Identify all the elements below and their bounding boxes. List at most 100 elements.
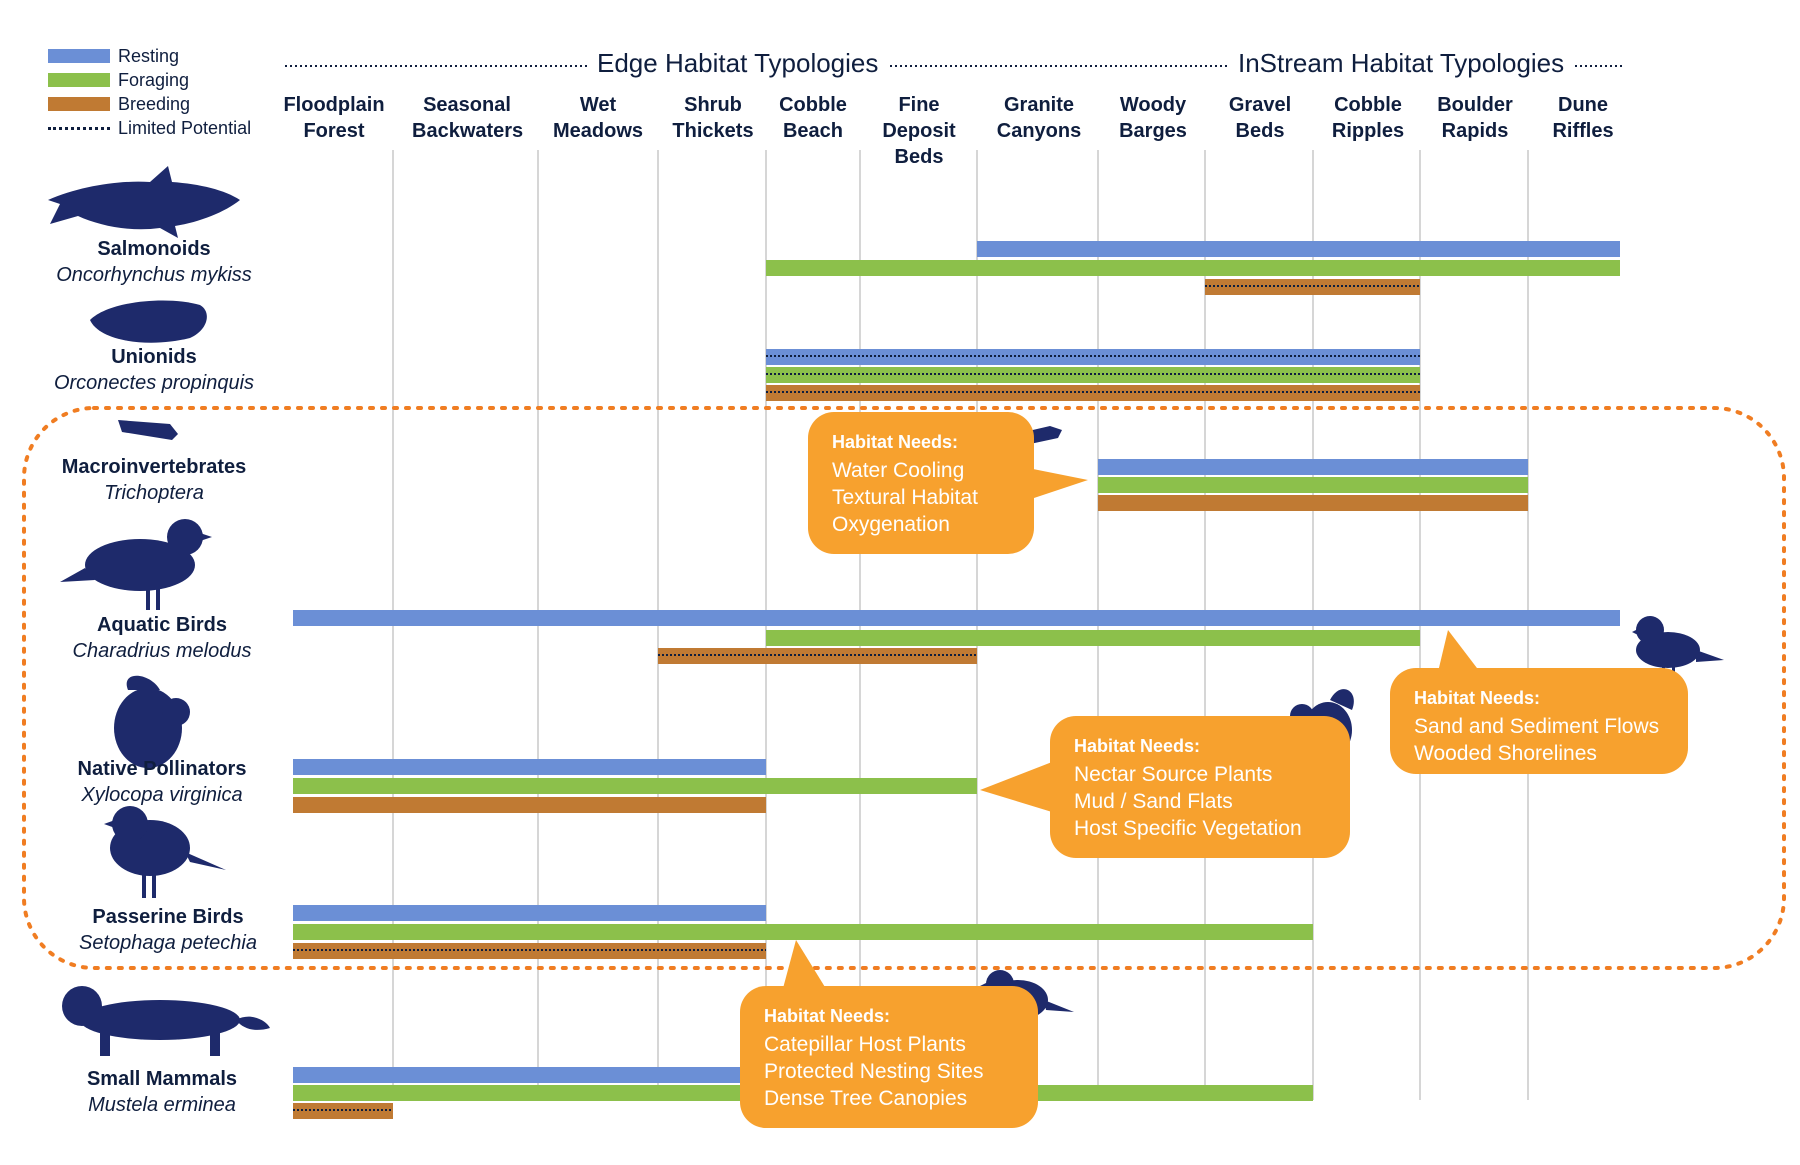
- legend: Resting Foraging Breeding Limited Potent…: [48, 44, 251, 140]
- legend-swatch-foraging: [48, 73, 110, 87]
- callout-item: Oxygenation: [832, 513, 950, 536]
- callout-item: Dense Tree Canopies: [764, 1087, 968, 1110]
- species-label-passerine-birds: Passerine Birds Setophaga petechia: [38, 904, 298, 956]
- legend-item-foraging: Foraging: [48, 68, 251, 92]
- species-label-salmonoids: Salmonoids Oncorhynchus mykiss: [24, 236, 284, 288]
- bee-icon: [114, 675, 200, 768]
- legend-label: Limited Potential: [118, 117, 252, 138]
- callout-item: Sand and Sediment Flows: [1414, 715, 1660, 738]
- callout-title: Habitat Needs:: [764, 1006, 891, 1026]
- callout-aquatic-birds: Habitat Needs: Sand and Sediment Flows W…: [1390, 668, 1688, 774]
- legend-swatch-resting: [48, 49, 110, 63]
- bar-breeding: [293, 797, 766, 813]
- species-latin-name: Xylocopa virginica: [81, 784, 243, 806]
- species-label-macroinvertebrates: Macroinvertebrates Trichoptera: [24, 454, 284, 506]
- callout-title: Habitat Needs:: [832, 432, 959, 452]
- species-label-aquatic-birds: Aquatic Birds Charadrius melodus: [32, 612, 292, 664]
- bars-aquatic-birds: [293, 610, 1620, 664]
- callout-item: Nectar Source Plants: [1074, 763, 1273, 786]
- legend-label: Foraging: [118, 69, 190, 90]
- bar-foraging: [766, 260, 1620, 276]
- bars-native-pollinators: [293, 759, 977, 813]
- callout-title: Habitat Needs:: [1414, 688, 1541, 708]
- callout-pointer: [980, 762, 1052, 812]
- bar-resting: [977, 241, 1620, 257]
- bars-unionids: [766, 349, 1420, 401]
- caddisfly-icon: [118, 410, 190, 440]
- callout-title: Habitat Needs:: [1074, 736, 1201, 756]
- bar-resting: [293, 1067, 766, 1083]
- bar-resting: [766, 349, 1420, 365]
- species-common-name: Salmonoids: [97, 238, 211, 260]
- bar-foraging: [1098, 477, 1528, 493]
- species-common-name: Unionids: [111, 346, 197, 368]
- species-common-name: Passerine Birds: [92, 906, 244, 928]
- mussel-icon: [90, 300, 207, 343]
- bar-resting: [1098, 459, 1528, 475]
- legend-item-breeding: Breeding: [48, 92, 251, 116]
- section-title-edge: Edge Habitat Typologies: [587, 48, 889, 79]
- bar-breeding: [658, 648, 977, 664]
- species-latin-name: Charadrius melodus: [72, 640, 252, 662]
- bar-foraging: [766, 367, 1420, 383]
- callout-item: Catepillar Host Plants: [764, 1033, 966, 1056]
- legend-item-limited: Limited Potential: [48, 116, 251, 140]
- species-latin-name: Trichoptera: [104, 482, 204, 504]
- bar-foraging: [766, 630, 1420, 646]
- callout-pointer: [1028, 468, 1088, 500]
- bar-foraging: [293, 924, 1313, 940]
- bar-breeding: [1205, 279, 1420, 295]
- species-label-small-mammals: Small Mammals Mustela erminea: [32, 1066, 292, 1118]
- warbler-icon: [104, 806, 226, 898]
- legend-swatch-breeding: [48, 97, 110, 111]
- legend-label: Resting: [118, 45, 180, 66]
- section-title-instream: InStream Habitat Typologies: [1228, 48, 1575, 79]
- bar-resting: [293, 905, 766, 921]
- callout-pointer: [1438, 630, 1480, 672]
- fish-icon: [48, 166, 240, 238]
- species-common-name: Macroinvertebrates: [61, 456, 247, 478]
- callout-item: Mud / Sand Flats: [1074, 790, 1233, 813]
- species-label-native-pollinators: Native Pollinators Xylocopa virginica: [32, 756, 292, 808]
- species-latin-name: Orconectes propinquis: [53, 372, 255, 394]
- bar-breeding: [766, 385, 1420, 401]
- species-common-name: Aquatic Birds: [96, 614, 228, 636]
- legend-item-resting: Resting: [48, 44, 251, 68]
- legend-label: Breeding: [118, 93, 191, 114]
- callout-item: Protected Nesting Sites: [764, 1060, 984, 1083]
- bar-resting: [293, 610, 1620, 626]
- species-common-name: Native Pollinators: [77, 758, 247, 780]
- bar-resting: [293, 759, 766, 775]
- callout-item: Water Cooling: [832, 459, 965, 482]
- plover-icon: [60, 519, 212, 610]
- bars-passerine-birds: [293, 905, 1313, 959]
- callout-macroinvertebrates: Habitat Needs: Water Cooling Textural Ha…: [808, 412, 1034, 554]
- plover-icon: [1632, 616, 1724, 688]
- callout-item: Host Specific Vegetation: [1074, 817, 1302, 840]
- callout-native-pollinators: Habitat Needs: Nectar Source Plants Mud …: [1050, 716, 1350, 858]
- species-latin-name: Setophaga petechia: [79, 932, 257, 954]
- bar-breeding: [1098, 495, 1528, 511]
- callout-passerine-birds: Habitat Needs: Catepillar Host Plants Pr…: [740, 986, 1038, 1128]
- bar-foraging: [293, 778, 977, 794]
- focus-group-outline: [22, 406, 1786, 970]
- callout-pointer: [782, 940, 828, 992]
- species-common-name: Small Mammals: [86, 1068, 238, 1090]
- species-label-unionids: Unionids Orconectes propinquis: [24, 344, 284, 396]
- species-latin-name: Oncorhynchus mykiss: [56, 264, 252, 286]
- legend-swatch-limited: [48, 126, 110, 130]
